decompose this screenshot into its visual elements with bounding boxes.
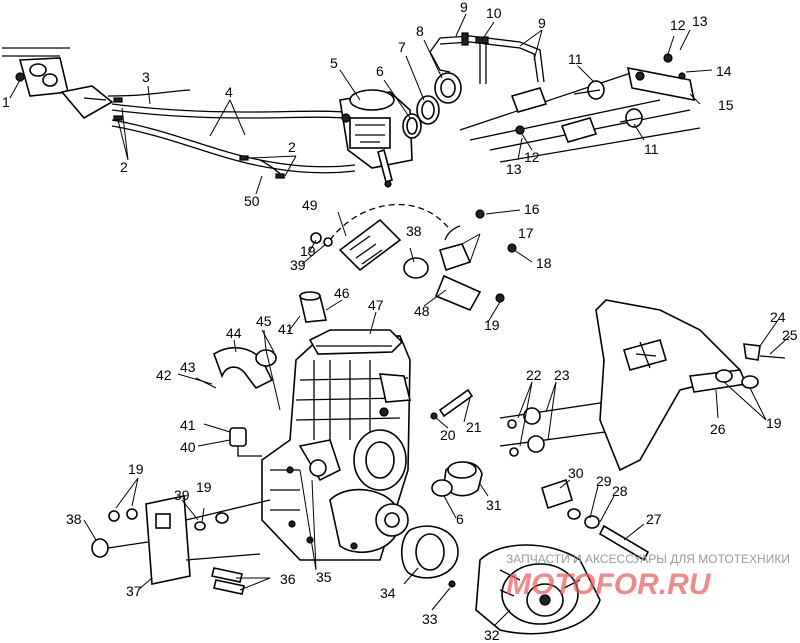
exhaust-elbow <box>213 291 412 417</box>
callout-38: 38 <box>66 511 82 527</box>
callout-30: 30 <box>568 465 584 481</box>
callout-29: 29 <box>596 473 612 489</box>
callout-27: 27 <box>646 511 662 527</box>
callout-47: 47 <box>368 297 384 313</box>
callout-35: 35 <box>316 569 332 585</box>
carburetor <box>339 89 413 188</box>
callout-9: 9 <box>538 15 546 31</box>
callout-12: 12 <box>670 17 686 33</box>
callout-28: 28 <box>612 483 628 499</box>
hose-fitting <box>229 427 262 457</box>
callout-39: 39 <box>174 487 190 503</box>
drive-components <box>400 461 650 588</box>
callout-24: 24 <box>770 309 786 325</box>
callout-2: 2 <box>120 159 128 175</box>
callout-1: 1 <box>2 94 10 110</box>
callout-19: 19 <box>484 317 500 333</box>
callout-36: 36 <box>280 571 296 587</box>
callout-12: 12 <box>524 149 540 165</box>
callout-7: 7 <box>398 39 406 55</box>
callout-19: 19 <box>766 415 782 431</box>
leader-lines <box>9 13 791 627</box>
callout-21: 21 <box>466 419 482 435</box>
callout-48: 48 <box>414 303 430 319</box>
callout-6: 6 <box>376 63 384 79</box>
callout-32: 32 <box>484 627 500 643</box>
callout-37: 37 <box>126 583 142 599</box>
callout-5: 5 <box>330 55 338 71</box>
callout-33: 33 <box>422 611 438 627</box>
callout-9: 9 <box>460 0 468 15</box>
watermark: ЗАПЧАСТИ И АКСЕССУАРЫ ДЛЯ МОТОТЕХНИКИ MO… <box>506 552 790 601</box>
recoil-shield-bracket <box>310 203 517 312</box>
callout-13: 13 <box>692 13 708 29</box>
callout-31: 31 <box>486 497 502 513</box>
callout-19: 19 <box>196 479 212 495</box>
callout-6: 6 <box>456 511 464 527</box>
callout-18: 18 <box>536 255 552 271</box>
clutch-housing <box>475 544 601 635</box>
callout-39: 39 <box>290 257 306 273</box>
callout-34: 34 <box>380 585 396 601</box>
callout-19: 19 <box>128 461 144 477</box>
callout-8: 8 <box>416 23 424 39</box>
callout-38: 38 <box>406 223 422 239</box>
callout-16: 16 <box>524 201 540 217</box>
callout-14: 14 <box>716 63 732 79</box>
callout-3: 3 <box>142 69 150 85</box>
callout-50: 50 <box>244 193 260 209</box>
callout-22: 22 <box>526 367 542 383</box>
throttle-cables <box>107 89 356 179</box>
callout-10: 10 <box>486 5 502 21</box>
frame-bracket-right <box>595 299 786 472</box>
callout-49: 49 <box>302 197 318 213</box>
engine-block <box>261 329 411 561</box>
callout-2: 2 <box>288 139 296 155</box>
callout-4: 4 <box>225 84 233 100</box>
upper-mount-assembly <box>459 53 701 163</box>
callout-43: 43 <box>180 359 196 375</box>
callout-15: 15 <box>718 97 734 113</box>
mount-bolts-22-23 <box>499 399 621 457</box>
cable-bracket-assembly <box>2 47 114 120</box>
callout-17: 17 <box>518 225 534 241</box>
callout-46: 46 <box>334 285 350 301</box>
lower-mount-bracket <box>91 495 271 595</box>
callout-13: 13 <box>506 161 522 177</box>
watermark-tagline: ЗАПЧАСТИ И АКСЕССУАРЫ ДЛЯ МОТОТЕХНИКИ <box>506 552 790 566</box>
callout-20: 20 <box>440 427 456 443</box>
callout-25: 25 <box>782 327 798 343</box>
intake-boots <box>402 72 462 139</box>
callout-42: 42 <box>156 367 172 383</box>
callout-41: 41 <box>180 417 196 433</box>
callout-26: 26 <box>710 421 726 437</box>
watermark-logo: MOTOFOR.RU <box>506 568 712 601</box>
callout-11: 11 <box>568 51 583 67</box>
dowel-pins <box>430 388 474 420</box>
callout-19: 19 <box>300 243 316 259</box>
callout-41: 41 <box>278 321 294 337</box>
callout-44: 44 <box>226 325 242 341</box>
callout-11: 11 <box>644 141 659 157</box>
callout-23: 23 <box>554 367 570 383</box>
callout-40: 40 <box>180 439 196 455</box>
callout-45: 45 <box>256 313 272 329</box>
